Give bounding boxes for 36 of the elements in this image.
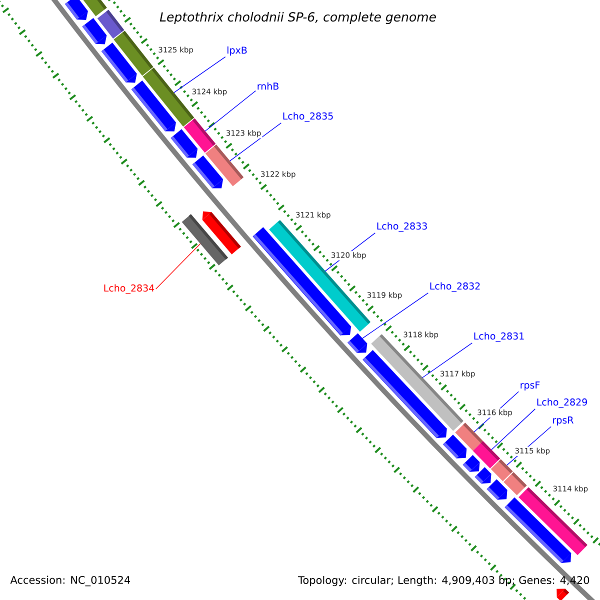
gene-label: rnhB xyxy=(258,82,278,90)
gene-bar xyxy=(82,0,107,16)
gene-bar xyxy=(101,42,137,83)
footer-text: Topology: circular; Length: 4,909,403 bp; Genes: 4,420 xyxy=(298,576,590,586)
gene-label: Lcho_2832 xyxy=(430,282,480,292)
gene-bar xyxy=(462,454,480,472)
leader-line xyxy=(362,292,429,339)
gene-bar xyxy=(192,155,224,188)
gene-bar xyxy=(182,214,228,266)
gene-label: lpxB xyxy=(228,46,247,56)
gene-bar xyxy=(64,0,88,20)
gene-bar xyxy=(504,497,572,564)
leader-line xyxy=(230,122,282,162)
gene-bar xyxy=(170,129,198,158)
leader-line xyxy=(174,56,226,94)
gene-label: rpsR xyxy=(553,416,574,426)
gene-bar xyxy=(556,588,570,600)
title: Leptothrix cholodnii SP-6, complete genome xyxy=(160,12,436,24)
gene-bar xyxy=(348,333,368,353)
leader-line xyxy=(422,342,473,378)
leader-line xyxy=(204,90,256,132)
leader-line xyxy=(156,243,201,290)
gene-bar xyxy=(82,18,107,44)
gene-bar xyxy=(442,434,467,458)
gene-label: rpsF xyxy=(520,382,540,390)
gene-bar xyxy=(474,467,492,484)
gene-label: Lcho_2835 xyxy=(283,112,333,122)
gene-label: Lcho_2833 xyxy=(377,222,427,232)
footer-text: Accession: NC_010524 xyxy=(10,576,130,586)
gene-label: Lcho_2831 xyxy=(474,332,524,342)
gene-bar xyxy=(486,479,508,500)
gene-label: Lcho_2834 xyxy=(104,284,154,294)
gene-bar xyxy=(131,80,176,132)
gene-bar xyxy=(252,227,352,336)
leader-line xyxy=(491,408,536,450)
gene-label: Lcho_2829 xyxy=(537,398,587,408)
